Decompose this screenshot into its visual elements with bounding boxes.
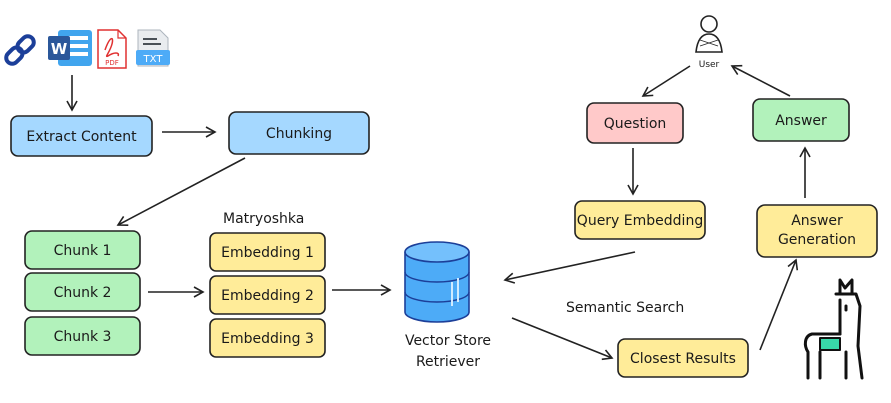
- extract-content-label: Extract Content: [26, 129, 137, 145]
- semantic-search-label: Semantic Search: [566, 300, 684, 316]
- chunk-3-label: Chunk 3: [54, 329, 112, 345]
- embedding-2-node: Embedding 2: [209, 275, 326, 315]
- txt-icon-label: TXT: [143, 54, 164, 65]
- embedding-1-node: Embedding 1: [209, 232, 326, 272]
- chunk-3-node: Chunk 3: [24, 316, 141, 356]
- link-icon: [4, 34, 36, 66]
- user-label: User: [699, 60, 720, 70]
- chunk-1-node: Chunk 1: [24, 230, 141, 270]
- answer-label: Answer: [775, 113, 827, 129]
- answer-generation-node: Answer Generation: [756, 204, 878, 258]
- chunking-node: Chunking: [228, 111, 370, 155]
- embedding-3-label: Embedding 3: [221, 331, 314, 347]
- answer-node: Answer: [752, 98, 850, 142]
- arrow-query-to-store: [503, 251, 636, 284]
- pdf-icon-label: PDF: [105, 59, 119, 67]
- chunk-1-label: Chunk 1: [54, 243, 112, 259]
- user-icon: [695, 15, 723, 53]
- llama-icon: [803, 278, 864, 380]
- arrow-chunking-to-chunks: [116, 157, 246, 227]
- chunking-label: Chunking: [266, 126, 332, 142]
- extract-content-node: Extract Content: [10, 115, 153, 157]
- connector-arrows: [66, 64, 811, 361]
- query-embedding-node: Query Embedding: [574, 200, 706, 240]
- answer-generation-label-line1: Answer: [791, 213, 843, 229]
- answer-generation-label-line2: Generation: [778, 232, 856, 248]
- chunk-2-node: Chunk 2: [24, 272, 141, 312]
- txt-file-icon: TXT: [136, 29, 170, 67]
- arrow-user-to-question: [641, 65, 691, 97]
- word-document-icon: W: [48, 30, 92, 66]
- vector-store-label-line1: Vector Store: [405, 333, 491, 349]
- pdf-icon: PDF: [97, 29, 127, 69]
- closest-results-label: Closest Results: [630, 351, 736, 367]
- chunk-2-label: Chunk 2: [54, 285, 112, 301]
- question-label: Question: [604, 116, 667, 132]
- embedding-3-node: Embedding 3: [209, 318, 326, 358]
- embedding-2-label: Embedding 2: [221, 288, 314, 304]
- svg-text:W: W: [51, 40, 68, 58]
- matryoshka-label: Matryoshka: [223, 211, 304, 227]
- database-icon: [404, 241, 470, 323]
- vector-store-label-line2: Retriever: [416, 354, 480, 370]
- question-node: Question: [586, 102, 684, 144]
- arrow-answer-to-user: [730, 64, 791, 97]
- arrow-store-to-results: [511, 317, 614, 361]
- embedding-1-label: Embedding 1: [221, 245, 314, 261]
- query-embedding-label: Query Embedding: [577, 213, 703, 229]
- arrow-results-to-answer-generation: [759, 258, 799, 351]
- closest-results-node: Closest Results: [617, 338, 749, 378]
